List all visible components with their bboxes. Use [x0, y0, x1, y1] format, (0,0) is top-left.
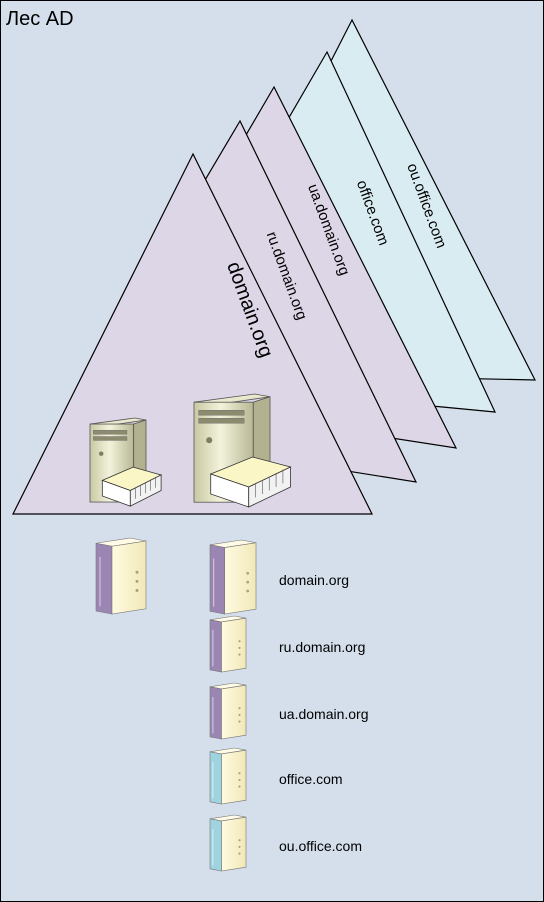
server-icon-2	[209, 615, 247, 673]
legend-label-ru-domain-org: ru.domain.org	[279, 639, 366, 655]
server-icon-group	[95, 537, 147, 615]
server-icon-4	[209, 747, 247, 805]
server-icon-5	[209, 814, 247, 872]
server-icon-1	[209, 539, 257, 615]
legend-label-domain-org: domain.org	[279, 572, 350, 588]
legend-label-office-com: office.com	[279, 771, 343, 787]
domain-controller-icon-1	[89, 417, 163, 507]
domain-controller-icon-2	[193, 393, 292, 508]
forest-title: Лес AD	[6, 8, 74, 30]
legend-label-ou-office-com: ou.office.com	[279, 838, 363, 854]
server-icon-3	[209, 682, 247, 740]
legend-label-ua-domain-org: ua.domain.org	[279, 706, 369, 722]
legend-icons	[95, 537, 257, 872]
domain-controllers	[89, 393, 292, 508]
